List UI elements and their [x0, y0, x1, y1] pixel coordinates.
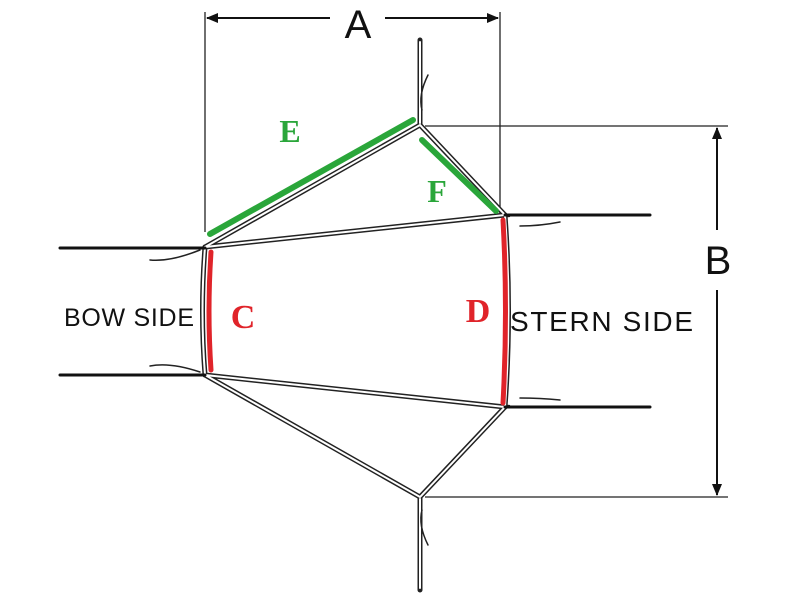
- dimension-a: [204, 12, 501, 232]
- segment-d: [500, 217, 508, 406]
- net-frame: [58, 37, 652, 593]
- segment-e: [207, 117, 416, 237]
- label-a: A: [345, 3, 372, 47]
- label-d: D: [466, 293, 491, 330]
- label-c: C: [231, 299, 256, 336]
- dimension-b: [425, 125, 728, 498]
- segment-c: [206, 249, 214, 373]
- bow-side-label: BOW SIDE: [64, 304, 194, 332]
- label-f: F: [427, 173, 447, 209]
- stern-side-label: STERN SIDE: [510, 306, 693, 337]
- label-b: B: [705, 239, 732, 283]
- label-e: E: [279, 113, 300, 149]
- segment-f: [419, 137, 499, 214]
